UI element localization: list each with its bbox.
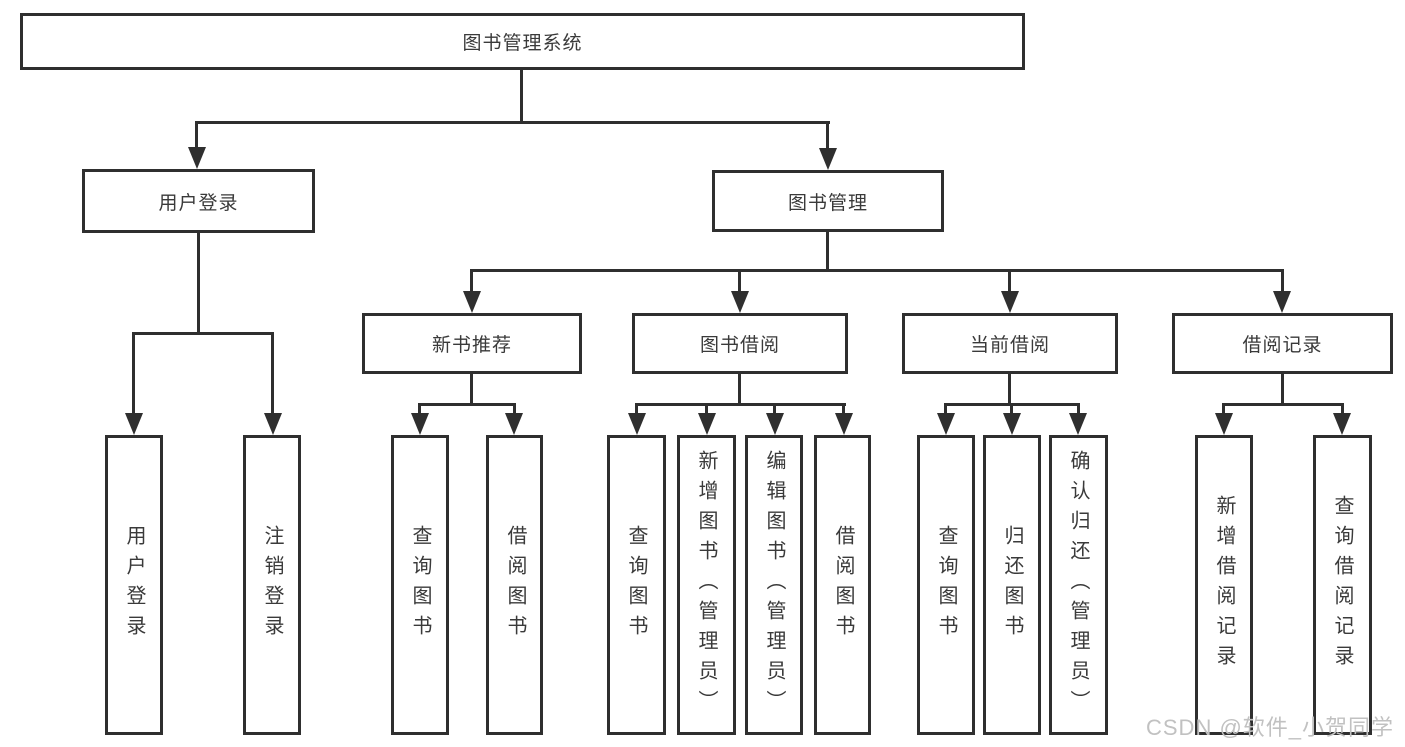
arrow-down-icon [505, 413, 523, 435]
arrow-down-icon [188, 147, 206, 169]
connector-line [738, 374, 741, 405]
connector-line [418, 403, 421, 415]
connector-line [705, 403, 708, 415]
connector-line [513, 403, 516, 415]
connector-line [470, 269, 473, 292]
connector-line [944, 403, 947, 415]
leaf-node-edit-books-admin: 编辑图书（管理员） [745, 435, 803, 735]
leaf-node-user-login: 用户登录 [105, 435, 163, 735]
arrow-down-icon [731, 291, 749, 313]
node-root-book-management-system: 图书管理系统 [20, 13, 1025, 70]
connector-line [470, 269, 1284, 272]
node-book-management: 图书管理 [712, 170, 944, 232]
arrow-down-icon [819, 148, 837, 170]
connector-line [520, 70, 523, 123]
connector-line [195, 121, 830, 124]
node-current-borrowing: 当前借阅 [902, 313, 1118, 374]
connector-line [1008, 374, 1011, 405]
connector-line [132, 332, 274, 335]
arrow-down-icon [628, 413, 646, 435]
connector-line [470, 374, 473, 405]
arrow-down-icon [411, 413, 429, 435]
connector-line [1341, 403, 1344, 415]
connector-line [418, 403, 516, 406]
arrow-down-icon [125, 413, 143, 435]
connector-line [1077, 403, 1080, 415]
arrow-down-icon [1069, 413, 1087, 435]
arrow-down-icon [937, 413, 955, 435]
leaf-node-add-books-admin: 新增图书（管理员） [677, 435, 736, 735]
node-new-book-recommend: 新书推荐 [362, 313, 582, 374]
arrow-down-icon [1001, 291, 1019, 313]
connector-line [197, 233, 200, 334]
connector-line [132, 332, 135, 415]
connector-line [1010, 403, 1013, 415]
leaf-node-query-books-recommend: 查询图书 [391, 435, 449, 735]
node-user-login: 用户登录 [82, 169, 315, 233]
leaf-node-return-books: 归还图书 [983, 435, 1041, 735]
connector-line [773, 403, 776, 415]
connector-line [635, 403, 846, 406]
connector-line [1222, 403, 1225, 415]
connector-line [738, 269, 741, 292]
leaf-node-query-borrow-record: 查询借阅记录 [1313, 435, 1372, 735]
arrow-down-icon [766, 413, 784, 435]
leaf-node-query-books-borrowing: 查询图书 [607, 435, 666, 735]
arrow-down-icon [835, 413, 853, 435]
leaf-node-query-books-current: 查询图书 [917, 435, 975, 735]
arrow-down-icon [264, 413, 282, 435]
leaf-node-borrow-books-recommend: 借阅图书 [486, 435, 543, 735]
arrow-down-icon [1003, 413, 1021, 435]
leaf-node-borrow-books: 借阅图书 [814, 435, 871, 735]
connector-line [826, 232, 829, 271]
connector-line [1008, 269, 1011, 292]
connector-line [1281, 374, 1284, 405]
arrow-down-icon [1215, 413, 1233, 435]
node-book-borrowing: 图书借阅 [632, 313, 848, 374]
node-borrowing-records: 借阅记录 [1172, 313, 1393, 374]
connector-line [1222, 403, 1344, 406]
connector-line [195, 121, 198, 148]
leaf-node-add-borrow-record: 新增借阅记录 [1195, 435, 1253, 735]
connector-line [842, 403, 845, 415]
arrow-down-icon [1273, 291, 1291, 313]
arrow-down-icon [463, 291, 481, 313]
arrow-down-icon [698, 413, 716, 435]
connector-line [271, 332, 274, 415]
connector-line [1281, 269, 1284, 292]
csdn-watermark: CSDN @软件_小贺同学 [1146, 715, 1395, 740]
connector-line [826, 121, 829, 148]
arrow-down-icon [1333, 413, 1351, 435]
connector-line [635, 403, 638, 415]
leaf-node-confirm-return-admin: 确认归还（管理员） [1049, 435, 1108, 735]
leaf-node-logout: 注销登录 [243, 435, 301, 735]
